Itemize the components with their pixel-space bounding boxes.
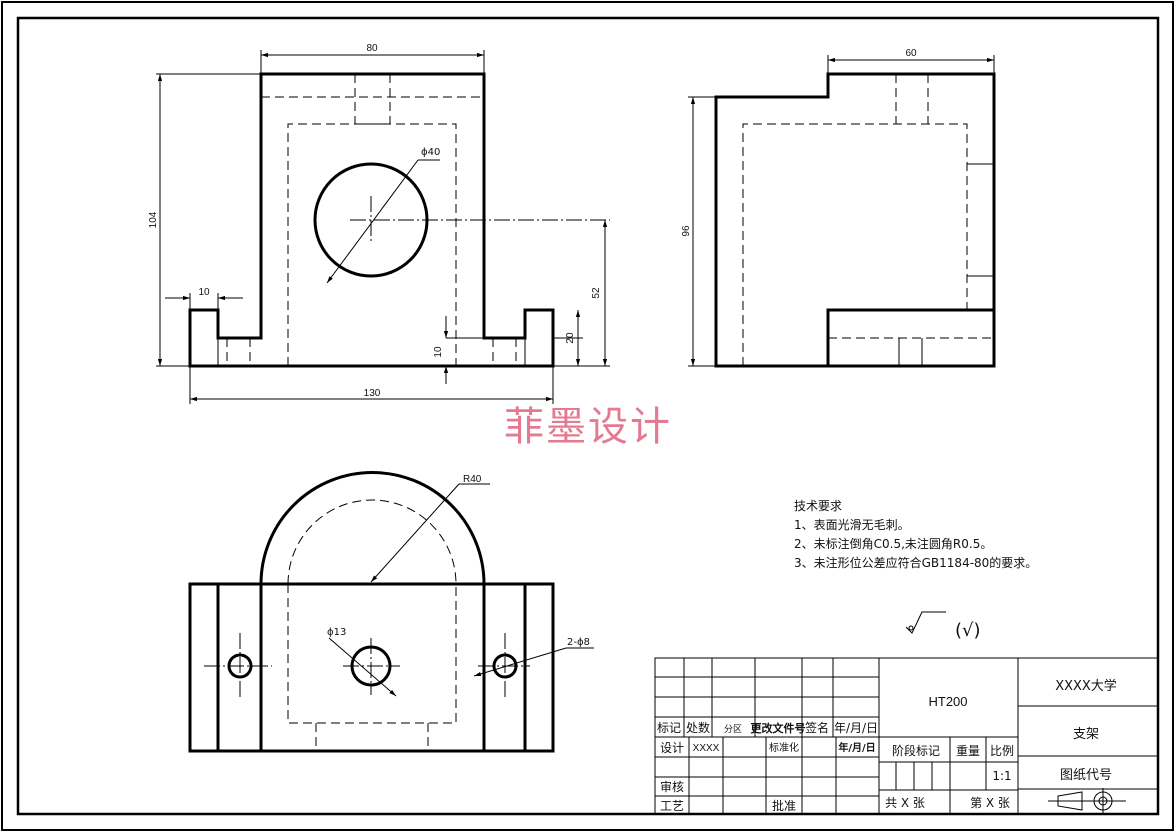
dim-10-foot: 10 [198, 287, 210, 298]
watermark: 菲墨设计 [504, 404, 672, 450]
dim-104: 104 [148, 211, 159, 228]
inner-border [16, 16, 1160, 816]
dim-phi13: ϕ13 [327, 627, 346, 638]
tech-item: 2、未标注倒角C0.5,未注圆角R0.5。 [794, 536, 992, 551]
approve-label: 批准 [772, 798, 796, 813]
roughness-note: (√) [955, 620, 981, 641]
sheets-total: 共 X 张 [885, 796, 925, 810]
front-dimensions [156, 50, 610, 404]
dim-phi40: ϕ40 [421, 147, 440, 158]
rev-header: 更改文件号 [751, 721, 806, 735]
dim-52: 52 [591, 287, 602, 299]
dim-80: 80 [366, 43, 378, 54]
rev-header: 签名 [805, 720, 829, 735]
side-dimensions [688, 55, 995, 367]
date-label: 年/月/日 [838, 741, 875, 754]
tech-item: 3、未注形位公差应符合GB1184-80的要求。 [794, 555, 1037, 570]
part-name: 支架 [1073, 727, 1099, 742]
design-label: 设计 [660, 741, 684, 755]
side-view [714, 72, 996, 368]
scale-label: 比例 [990, 744, 1014, 758]
rev-header: 处数 [686, 720, 710, 735]
drawing-no-label: 图纸代号 [1060, 768, 1112, 783]
title-block [654, 657, 1159, 815]
review-label: 审核 [660, 779, 684, 794]
top-view [188, 471, 594, 753]
dim-20: 20 [565, 332, 576, 344]
stage-mark-label: 阶段标记 [892, 743, 940, 758]
dim-96: 96 [681, 225, 692, 237]
dim-2-phi8: 2-ϕ8 [567, 637, 590, 648]
dim-10-base: 10 [433, 346, 444, 358]
standardize-label: 标准化 [769, 741, 799, 754]
weight-label: 重量 [956, 744, 980, 758]
dim-130: 130 [364, 388, 381, 399]
projection-symbol-icon [1048, 788, 1126, 814]
tech-item: 1、表面光滑无毛刺。 [794, 518, 910, 532]
designer-name: XXXX [693, 743, 720, 754]
scale-value: 1:1 [992, 769, 1011, 783]
tech-title: 技术要求 [794, 499, 842, 513]
tech-requirements: 技术要求 1、表面光滑无毛刺。 2、未标注倒角C0.5,未注圆角R0.5。 3、… [794, 499, 1037, 570]
rev-header: 标记 [657, 721, 681, 735]
dim-60: 60 [905, 48, 917, 59]
process-label: 工艺 [660, 799, 684, 813]
rev-header: 年/月/日 [834, 721, 878, 735]
roughness-symbol-icon [905, 611, 946, 634]
rev-header: 分区 [724, 724, 742, 735]
front-view [188, 72, 610, 368]
dim-r40: R40 [463, 474, 482, 485]
sheet-number: 第 X 张 [970, 796, 1010, 810]
material-value: HT200 [928, 694, 967, 709]
school-name: XXXX大学 [1055, 678, 1117, 694]
